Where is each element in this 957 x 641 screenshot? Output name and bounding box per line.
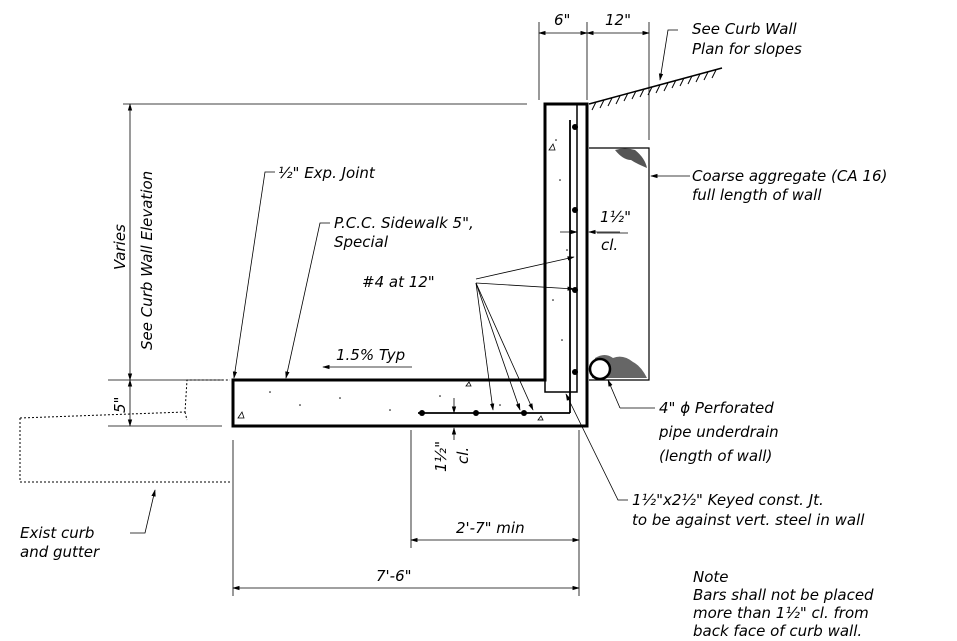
rebar-dot [572, 287, 578, 293]
aggregate-width-dimension: 12" [605, 11, 631, 29]
note-title: Note [693, 568, 729, 586]
pipe-label-line2: pipe underdrain [658, 423, 779, 441]
existing-curb-label-line2: and gutter [20, 543, 100, 561]
coarse-aggregate-zone [589, 147, 650, 381]
keyed-joint-notch [544, 104, 578, 393]
keyed-joint-label-line2: to be against vert. steel in wall [632, 511, 865, 529]
rebar-dot [521, 410, 527, 416]
wall-clear-cover-value: 1½" [600, 208, 631, 226]
slope-label: 1.5% Typ [336, 346, 405, 364]
ground-slope [588, 67, 723, 111]
concrete-stipple [237, 139, 568, 421]
sidewalk-label-line2: Special [334, 233, 389, 251]
bottom-dimensions [232, 430, 580, 596]
left-dimensions [108, 103, 527, 427]
height-reference-label: See Curb Wall Elevation [138, 171, 156, 350]
rebar-dot [572, 124, 578, 130]
existing-curb-outline [19, 379, 230, 483]
height-varies-label: Varies [111, 224, 129, 270]
note-line1: Bars shall not be placed [693, 586, 874, 604]
rebar-dot [419, 410, 425, 416]
note-line3: back face of curb wall. [693, 622, 862, 640]
perforated-pipe-underdrain [588, 357, 612, 381]
slopes-note-line2: Plan for slopes [692, 40, 802, 58]
rebar-dot [572, 369, 578, 375]
slopes-note-line1: See Curb Wall [692, 20, 798, 38]
pipe-label-line3: (length of wall) [659, 447, 772, 465]
sidewalk-label-line1: P.C.C. Sidewalk 5", [334, 214, 474, 232]
note-line2: more than 1½" cl. from [693, 604, 869, 622]
total-width-dimension: 7'-6" [376, 567, 412, 585]
wall-clear-cover-unit: cl. [601, 236, 618, 254]
aggregate-label-line1: Coarse aggregate (CA 16) [692, 167, 887, 185]
slab-reinforcement [418, 120, 578, 416]
existing-curb-label-line1: Exist curb [20, 524, 94, 542]
keyed-joint-label-line1: 1½"x2½" Keyed const. Jt. [632, 491, 824, 509]
slab-clear-cover-value: 1½" [432, 441, 450, 472]
rebar-leaders [475, 256, 575, 411]
top-dimensions [538, 22, 650, 140]
aggregate-label-line2: full length of wall [692, 186, 822, 204]
slab-clear-cover-unit: cl. [454, 447, 472, 464]
wall-thickness-dimension: 6" [554, 11, 570, 29]
rebar-label: #4 at 12" [362, 273, 435, 291]
rebar-dot [572, 207, 578, 213]
pipe-label-line1: 4" ϕ Perforated [659, 399, 774, 417]
min-length-dimension: 2'-7" min [456, 519, 525, 537]
slab-thickness-dimension: 5" [111, 397, 129, 413]
rebar-dot [473, 410, 479, 416]
expansion-joint-label: ½" Exp. Joint [278, 164, 376, 182]
